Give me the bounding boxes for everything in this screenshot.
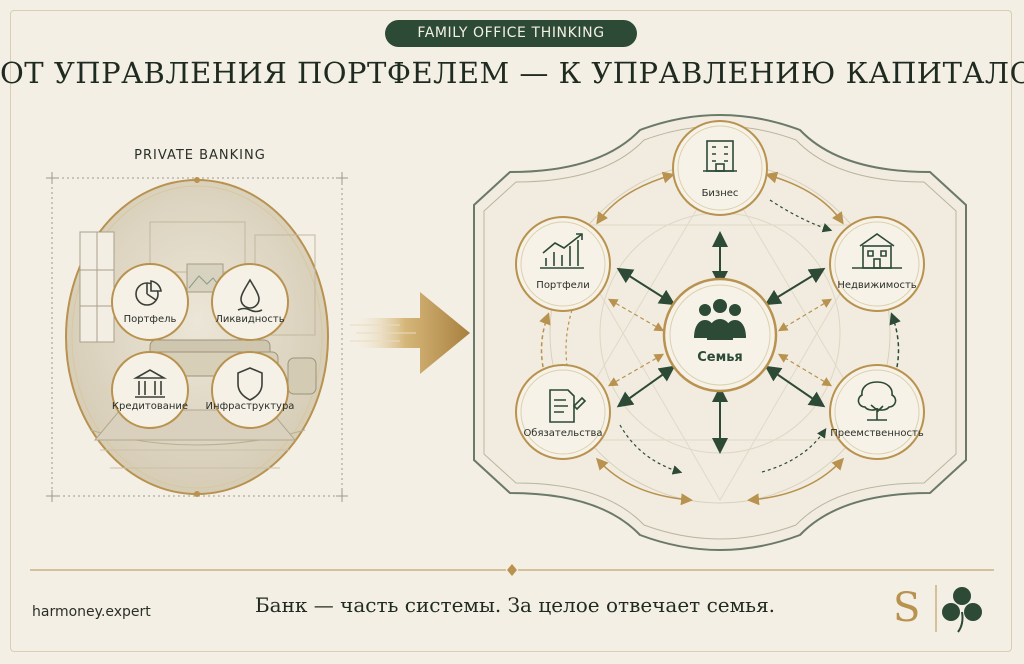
section-badge: FAMILY OFFICE THINKING [385, 20, 637, 47]
node-obligations-label: Обязательства [523, 428, 603, 439]
node-realestate-label: Недвижимость [837, 280, 917, 291]
pb-item-infrastructure-label: Инфраструктура [205, 401, 295, 412]
site-domain: harmoney.expert [32, 604, 151, 620]
transition-arrow [350, 292, 470, 374]
private-banking-label: PRIVATE BANKING [134, 148, 266, 163]
logo-letter: S [893, 585, 921, 631]
footer-divider [30, 564, 994, 576]
pie-chart-icon [135, 280, 162, 306]
pb-item-portfolio-label: Портфель [123, 314, 177, 325]
node-realestate-circle [829, 216, 925, 312]
pb-liquidity-circle [211, 263, 289, 341]
family-people-icon [694, 299, 746, 340]
node-business-circle [672, 120, 768, 216]
footer-tagline: Банк — часть системы. За целое отвечает … [254, 593, 776, 617]
clover-icon [942, 587, 982, 633]
pb-lending-circle [111, 351, 189, 429]
page-title: ОТ УПРАВЛЕНИЯ ПОРТФЕЛЕМ — К УПРАВЛЕНИЮ К… [0, 56, 1024, 90]
room-illustration [65, 177, 329, 497]
node-succession-label: Преемственность [830, 428, 924, 439]
node-portfolios-label: Портфели [536, 280, 590, 291]
house-icon [852, 233, 902, 269]
node-business-label: Бизнес [701, 188, 739, 199]
pb-infrastructure-circle [211, 351, 289, 429]
pb-item-lending-label: Кредитование [111, 401, 189, 412]
tree-icon [857, 381, 897, 421]
page-frame [10, 10, 1012, 652]
office-building-icon [703, 140, 737, 172]
document-pen-icon [549, 389, 587, 423]
water-drop-icon [237, 278, 263, 313]
node-family-label: Семья [697, 350, 743, 365]
shield-icon [237, 367, 263, 401]
node-portfolios-circle [515, 216, 611, 312]
bank-building-icon [132, 369, 168, 398]
bar-chart-growth-icon [540, 233, 584, 269]
pb-item-liquidity-label: Ликвидность [215, 314, 285, 325]
pb-portfolio-circle [111, 263, 189, 341]
